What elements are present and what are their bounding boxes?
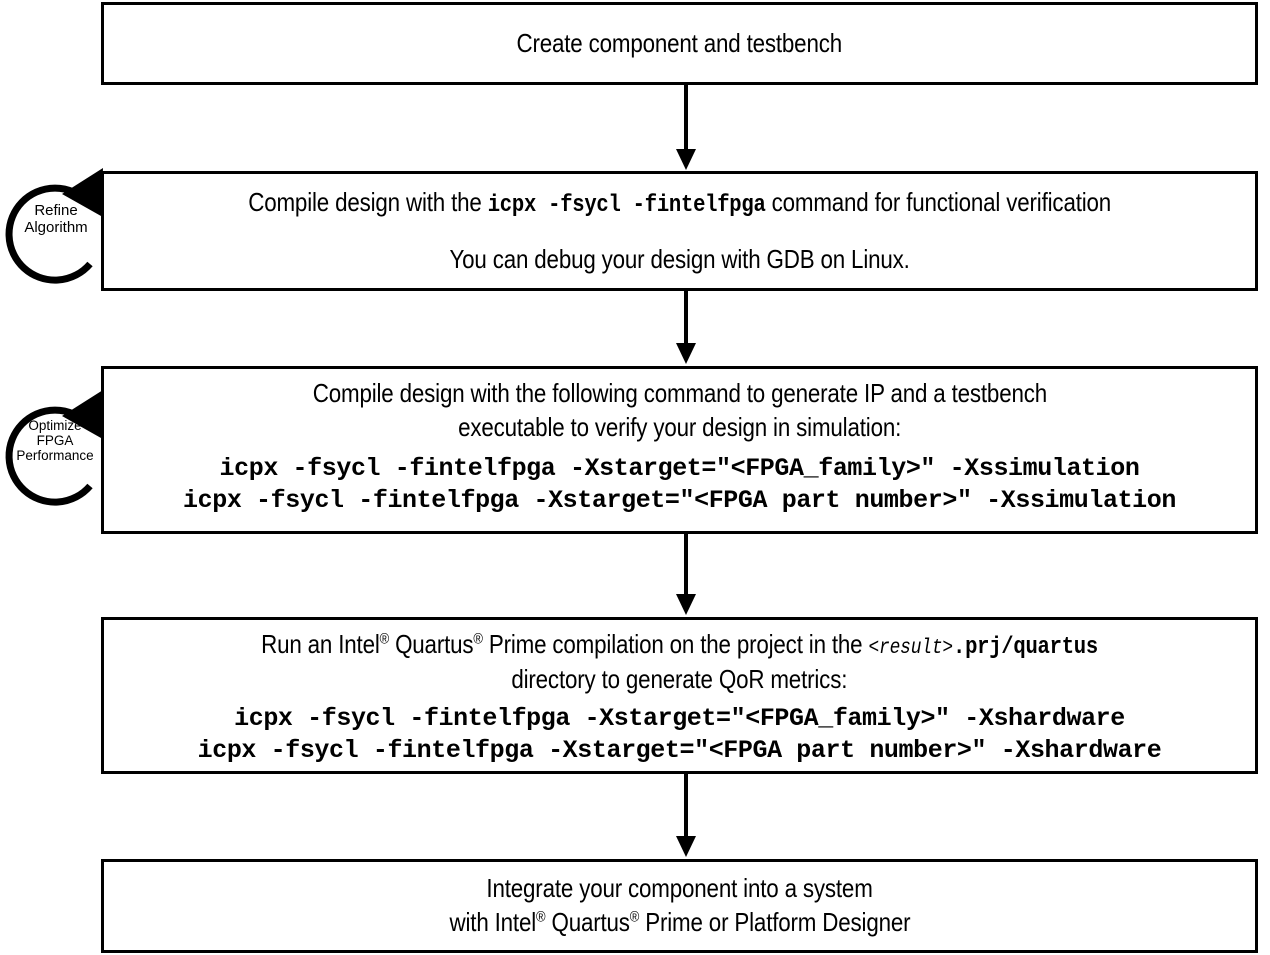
loop-label-line-1: Optimize <box>28 418 82 433</box>
quartus-text-mid-1: Quartus <box>388 629 474 659</box>
integrate-text-mid-2: Prime or Platform Designer <box>638 907 910 937</box>
compile-text-prefix: Compile design with the <box>248 186 488 217</box>
loop-label-line-1: Refine <box>34 202 78 219</box>
flow-box-create-component: Create component and testbench <box>101 2 1258 85</box>
connector-3-to-4 <box>676 534 696 615</box>
box-line-integrate-1: Integrate your component into a system <box>486 873 873 904</box>
flow-box-compile-simulation: Compile design with the following comman… <box>101 366 1258 534</box>
registered-mark-icon: ® <box>535 908 546 926</box>
registered-mark-icon: ® <box>473 630 483 648</box>
quartus-text-mid-2: Prime compilation on the project in the <box>482 629 869 659</box>
box-line-integrate-2: with Intel® Quartus® Prime or Platform D… <box>449 906 910 940</box>
flow-box-compile-functional-verification: Compile design with the icpx -fsycl -fin… <box>101 171 1258 291</box>
command-simulation-part-number: icpx -fsycl -fintelfpga -Xstarget="<FPGA… <box>183 486 1176 516</box>
command-hardware-family: icpx -fsycl -fintelfpga -Xstarget="<FPGA… <box>234 703 1125 733</box>
box-line-quartus-intro-2: directory to generate QoR metrics: <box>511 664 848 695</box>
registered-mark-icon: ® <box>379 630 390 648</box>
connector-4-to-5 <box>676 774 696 857</box>
icpx-command-inline: icpx -fsycl -fintelfpga <box>487 191 766 219</box>
connector-2-to-3 <box>676 291 696 364</box>
loop-label-line-2: FPGA <box>36 433 74 449</box>
loop-label-refine-algorithm: Refine Algorithm <box>4 202 108 237</box>
connector-1-to-2 <box>676 85 696 170</box>
box-line-simulation-intro-1: Compile design with the following comman… <box>312 378 1047 408</box>
box-line-gdb-note: You can debug your design with GDB on Li… <box>449 243 910 274</box>
quartus-path-inline: .prj/quartus <box>952 634 1098 661</box>
box-line-compile-command: Compile design with the icpx -fsycl -fin… <box>248 186 1111 221</box>
loop-label-optimize-fpga-performance: Optimize FPGA Performance <box>1 418 109 463</box>
flow-box-integrate-component: Integrate your component into a system w… <box>101 859 1258 953</box>
flow-box-quartus-compilation: Run an Intel® Quartus® Prime compilation… <box>101 617 1258 774</box>
command-hardware-part-number: icpx -fsycl -fintelfpga -Xstarget="<FPGA… <box>197 736 1162 766</box>
registered-mark-icon: ® <box>629 908 639 926</box>
box-line-simulation-intro-2: executable to verify your design in simu… <box>457 411 902 442</box>
integrate-text-prefix: with Intel <box>449 907 536 937</box>
loop-arrow-refine-algorithm <box>5 168 103 284</box>
result-placeholder-inline: <result> <box>868 637 953 660</box>
box-line-text: Create component and testbench <box>516 27 843 58</box>
loop-arrow-optimize-fpga-performance <box>5 390 103 506</box>
box-line-quartus-intro-1: Run an Intel® Quartus® Prime compilation… <box>261 628 1098 663</box>
loop-label-line-3: Performance <box>16 448 94 464</box>
loop-label-line-2: Algorithm <box>24 218 88 236</box>
quartus-text-prefix: Run an Intel <box>261 629 380 659</box>
compile-text-suffix: command for functional verification <box>765 186 1111 217</box>
integrate-text-mid-1: Quartus <box>544 907 630 937</box>
command-simulation-family: icpx -fsycl -fintelfpga -Xstarget="<FPGA… <box>219 453 1140 483</box>
